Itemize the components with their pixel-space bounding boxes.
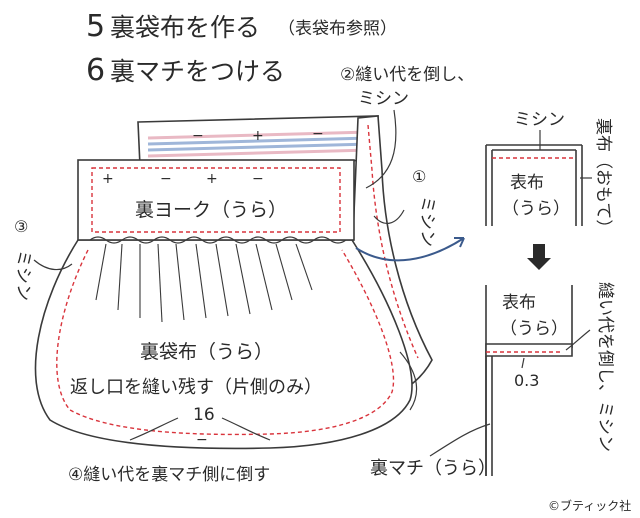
gusset-label-group: 裏マチ（うら） [370,351,496,479]
svg-text:−: − [192,128,204,144]
credit: ©ブティック社 [548,498,631,513]
bag-body-stitch [56,249,395,436]
seam-allowance-label: 0.3 [514,371,539,390]
svg-text:ミシン: ミシン [13,250,33,301]
bag-body-label: 裏袋布（うら） [140,341,273,363]
opening-note: 返し口を縫い残す（片側のみ） [70,377,322,398]
svg-text:5: 5 [86,9,105,44]
main-bag-illustration: − + − + − + − 裏ヨーク（うら） [34,115,433,450]
svg-text:ミシン: ミシン [514,110,565,130]
detail-bottom: 表布 （うら） 0.3 縫い代を倒し、ミシン [485,282,615,476]
svg-text:①: ① [412,167,426,186]
down-arrow [527,244,551,270]
svg-text:+: + [252,128,264,144]
yoke-label: 裏ヨーク（うら） [135,199,287,221]
svg-text:+: + [206,171,218,187]
svg-text:−: − [196,432,208,448]
svg-text:ミシン: ミシン [358,89,409,109]
svg-text:③: ③ [14,217,28,236]
step-6-title: 6 裏マチをつける [86,53,285,88]
svg-text:6: 6 [86,53,105,88]
svg-text:+: + [102,171,114,187]
svg-text:表布: 表布 [510,173,544,193]
yoke-stitch [91,167,341,233]
annotation-2: ②縫い代を倒し、 ミシン [340,65,474,189]
back-gusset-band: − + − [137,115,379,167]
detail-top: ミシン 表布 （うら） 裏布（おもて） [485,110,614,236]
svg-text:ミシン: ミシン [417,196,437,247]
annotation-4: ④縫い代を裏マチ側に倒す [68,464,270,485]
svg-text:裏袋布を作る: 裏袋布を作る [110,13,260,42]
annotation-1: ① ミシン [373,167,437,247]
fold-label: 縫い代を倒し、ミシン [595,282,615,452]
gather-line [89,236,347,244]
gusset-label: 裏マチ（うら） [370,458,496,479]
bag-body [34,239,413,450]
step-5-title: 5 裏袋布を作る （表袋布参照） [86,9,397,44]
ura-fabric-label: 裏布（おもて） [593,118,614,236]
svg-text:（うら）: （うら） [500,319,568,339]
svg-text:（うら）: （うら） [502,199,570,219]
svg-text:②縫い代を倒し、: ②縫い代を倒し、 [340,65,474,85]
svg-text:表布: 表布 [502,293,536,313]
yoke-panel [77,159,355,241]
curved-arrow [355,237,465,262]
gather-folds [95,243,313,323]
svg-text:−: − [160,171,172,187]
opening-size: 16 [193,405,215,425]
svg-text:裏マチをつける: 裏マチをつける [110,57,285,86]
svg-text:④縫い代を裏マチ側に倒す: ④縫い代を裏マチ側に倒す [68,464,270,485]
svg-text:−: − [252,171,264,187]
svg-text:（表袋布参照）: （表袋布参照） [278,19,397,39]
svg-text:−: − [312,126,324,142]
annotation-3: ③ ミシン [13,217,73,301]
